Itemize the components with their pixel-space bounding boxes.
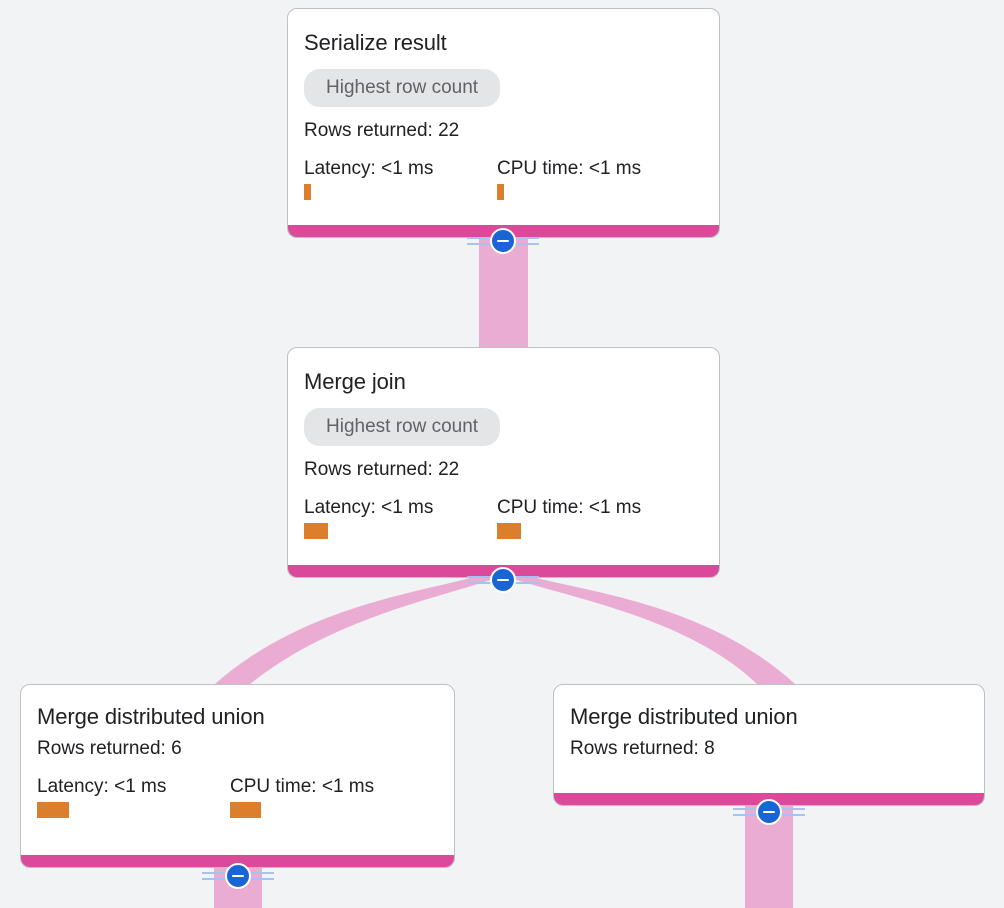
collapse-minus-icon[interactable] [490, 567, 516, 593]
node-footer-bar [21, 855, 454, 867]
node-body: Serialize result Highest row count Rows … [288, 9, 719, 210]
plan-node-serialize-result[interactable]: Serialize result Highest row count Rows … [287, 8, 720, 238]
collapse-minus-icon[interactable] [756, 799, 782, 825]
metric-cpu-time-bar [497, 523, 521, 539]
metric-latency-bar [304, 523, 328, 539]
metrics-row: Latency: <1 ms CPU time: <1 ms [304, 496, 703, 539]
rows-returned: Rows returned: 6 [37, 738, 182, 759]
metric-cpu-time: CPU time: <1 ms [497, 157, 690, 200]
metric-cpu-time-bar [230, 802, 261, 818]
toggle-merge-join[interactable] [453, 566, 553, 594]
plan-node-merge-distributed-union-right[interactable]: Merge distributed union Rows returned: 8 [553, 684, 985, 806]
metric-latency: Latency: <1 ms [304, 496, 497, 539]
rows-returned: Rows returned: 22 [304, 459, 460, 480]
metric-latency-bar [304, 184, 311, 200]
metric-cpu-time-label: CPU time: <1 ms [230, 776, 375, 797]
status-badge: Highest row count [304, 408, 501, 446]
plan-node-merge-distributed-union-left[interactable]: Merge distributed union Rows returned: 6… [20, 684, 455, 868]
metric-latency: Latency: <1 ms [37, 775, 230, 818]
metrics-row: Latency: <1 ms CPU time: <1 ms [37, 775, 438, 818]
rows-returned: Rows returned: 8 [570, 738, 715, 759]
metric-latency-bar [37, 802, 69, 818]
metric-cpu-time-label: CPU time: <1 ms [497, 497, 642, 518]
node-body: Merge distributed union Rows returned: 8 [554, 685, 984, 771]
metric-latency-label: Latency: <1 ms [37, 776, 167, 797]
toggle-merge-distributed-union-right[interactable] [719, 798, 819, 826]
toggle-merge-distributed-union-left[interactable] [188, 862, 288, 890]
metric-cpu-time-label: CPU time: <1 ms [497, 158, 642, 179]
rows-returned: Rows returned: 22 [304, 120, 460, 141]
metric-latency-label: Latency: <1 ms [304, 158, 434, 179]
node-title: Merge distributed union [570, 704, 798, 729]
metric-cpu-time: CPU time: <1 ms [230, 775, 423, 818]
node-title: Merge distributed union [37, 704, 265, 729]
metric-cpu-time-bar [497, 184, 504, 200]
collapse-minus-icon[interactable] [225, 863, 251, 889]
node-body: Merge join Highest row count Rows return… [288, 348, 719, 549]
status-badge: Highest row count [304, 69, 501, 107]
node-title: Serialize result [304, 30, 447, 55]
node-body: Merge distributed union Rows returned: 6… [21, 685, 454, 828]
metric-latency: Latency: <1 ms [304, 157, 497, 200]
metrics-row: Latency: <1 ms CPU time: <1 ms [304, 157, 703, 200]
node-title: Merge join [304, 369, 406, 394]
collapse-minus-icon[interactable] [490, 228, 516, 254]
toggle-serialize-result[interactable] [453, 227, 553, 255]
metric-latency-label: Latency: <1 ms [304, 497, 434, 518]
metric-cpu-time: CPU time: <1 ms [497, 496, 690, 539]
plan-node-merge-join[interactable]: Merge join Highest row count Rows return… [287, 347, 720, 578]
